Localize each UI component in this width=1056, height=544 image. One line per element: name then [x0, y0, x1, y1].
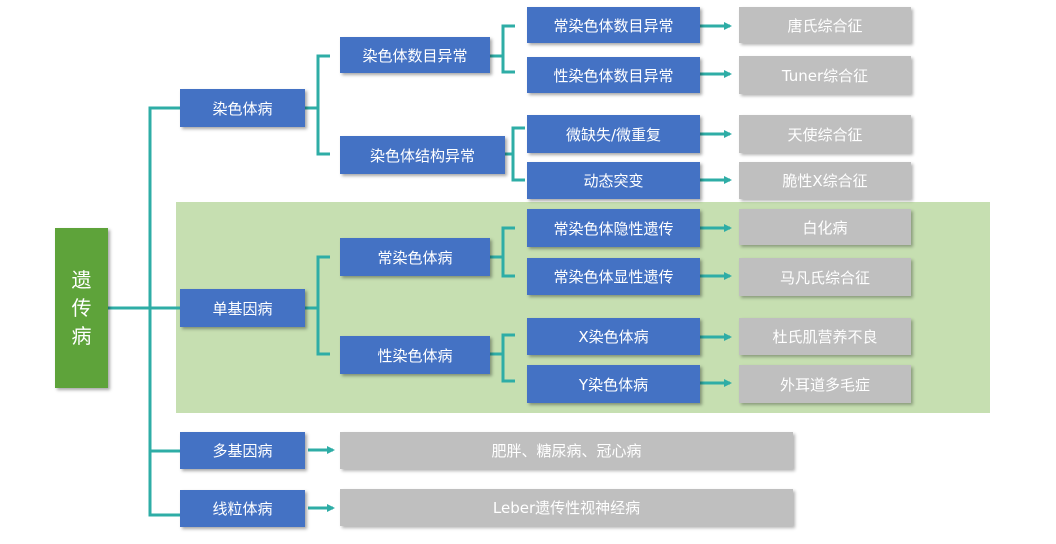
autosomal-bracket	[501, 226, 515, 278]
example-marfan-syndrome: 马凡氏综合征	[739, 258, 911, 296]
example-fragile-x: 脆性X综合征	[739, 162, 911, 199]
type-sex-number: 性染色体数目异常	[527, 57, 700, 93]
type-dynamic-mutation: 动态突变	[527, 162, 700, 199]
type-microdeletion: 微缺失/微重复	[527, 115, 700, 153]
subcategory-structure-abnormal: 染色体结构异常	[340, 136, 505, 174]
example-leber: Leber遗传性视神经病	[340, 489, 793, 526]
category-polygenic: 多基因病	[180, 432, 305, 469]
subcategory-number-abnormal: 染色体数目异常	[340, 37, 490, 73]
category-chromosome: 染色体病	[180, 89, 305, 127]
example-down-syndrome: 唐氏综合征	[739, 7, 911, 43]
category-bracket	[148, 106, 162, 517]
sex-linked-bracket	[501, 333, 515, 383]
example-albinism: 白化病	[739, 209, 911, 245]
number-bracket	[501, 24, 515, 74]
single-gene-bracket	[316, 255, 330, 356]
structure-bracket	[511, 126, 525, 182]
type-x-linked: X染色体病	[527, 318, 700, 355]
type-y-linked: Y染色体病	[527, 365, 700, 403]
type-autosomal-recessive: 常染色体隐性遗传	[527, 209, 700, 247]
example-duchenne: 杜氏肌营养不良	[739, 318, 911, 355]
example-hairy-ear: 外耳道多毛症	[739, 365, 911, 403]
example-turner-syndrome: Tuner综合征	[739, 56, 911, 94]
category-single-gene: 单基因病	[180, 289, 305, 327]
chromosome-bracket	[316, 54, 330, 156]
type-autosome-number: 常染色体数目异常	[527, 7, 700, 43]
category-mitochondrial: 线粒体病	[180, 490, 305, 527]
root-label: 遗传病	[71, 268, 92, 348]
subcategory-autosomal: 常染色体病	[340, 238, 490, 276]
root-node: 遗传病	[55, 228, 108, 388]
subcategory-sex-linked: 性染色体病	[340, 336, 490, 374]
example-polygenic: 肥胖、糖尿病、冠心病	[340, 432, 793, 469]
example-angelman-syndrome: 天使综合征	[739, 115, 911, 153]
type-autosomal-dominant: 常染色体显性遗传	[527, 258, 700, 295]
